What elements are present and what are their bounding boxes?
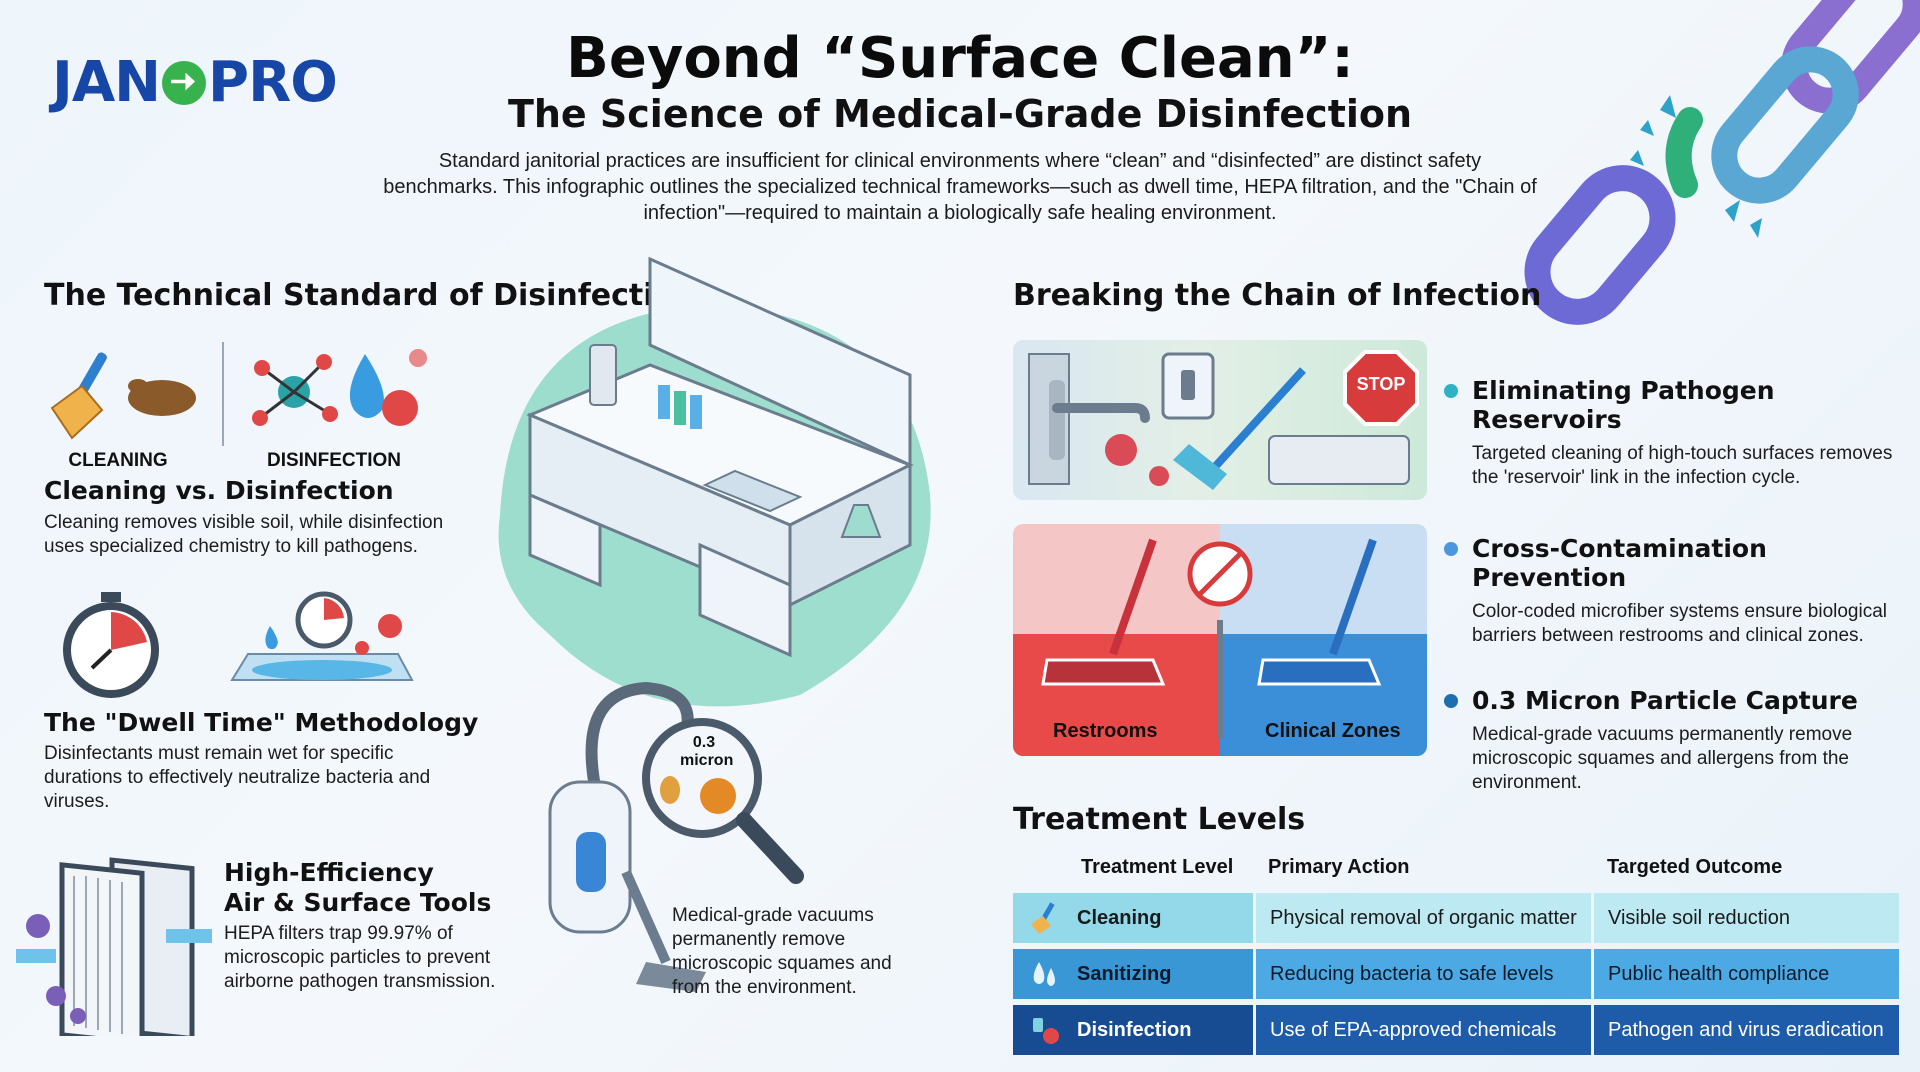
- header-treatment-level: Treatment Level: [1081, 856, 1234, 878]
- spray-virus-icon: [1033, 1018, 1059, 1044]
- bullet-dot: [1444, 694, 1458, 708]
- hepa-filter-icon: [16, 857, 212, 1036]
- wet-surface-clock-icon: [230, 591, 414, 681]
- bullet-text: Color-coded microfiber systems ensure bi…: [1472, 601, 1888, 646]
- hepa-title-line2: Air & Surface Tools: [224, 888, 492, 917]
- logo-text-left: JAN: [52, 50, 161, 115]
- level-label: Disinfection: [1077, 1018, 1192, 1041]
- logo-text-right: PRO: [208, 50, 338, 115]
- bullet-micron-capture: 0.3 Micron Particle Capture Medical-grad…: [1444, 686, 1904, 795]
- action-cell: Use of EPA-approved chemicals: [1253, 1005, 1591, 1055]
- company-logo: JAN PRO: [52, 50, 338, 115]
- header-primary-action: Primary Action: [1268, 856, 1410, 878]
- cleaning-vs-disinfection-title: Cleaning vs. Disinfection: [44, 476, 394, 505]
- broom-icon: [1031, 902, 1055, 934]
- magnifier-value: 0.3: [692, 734, 716, 751]
- bullet-text: Medical-grade vacuums permanently remove…: [1472, 724, 1853, 793]
- clinical-zone: [1220, 634, 1427, 756]
- bullet-pathogen-reservoirs: Eliminating Pathogen Reservoirs Targeted…: [1444, 376, 1904, 490]
- high-touch-surfaces-illustration: [1028, 352, 1410, 490]
- bullet-text: Targeted cleaning of high-touch surfaces…: [1472, 443, 1893, 488]
- treatment-levels-title: Treatment Levels: [1013, 802, 1306, 837]
- dwell-time-title: The "Dwell Time" Methodology: [44, 708, 479, 737]
- hepa-text: HEPA filters trap 99.97% of microscopic …: [224, 923, 496, 992]
- magnifier-unit: micron: [680, 752, 734, 769]
- stop-sign-icon: [1343, 350, 1419, 426]
- intro-paragraph: Standard janitorial practices are insuff…: [383, 150, 1537, 224]
- bullet-title: Cross-Contamination Prevention: [1472, 534, 1767, 592]
- table-row: Cleaning Physical removal of organic mat…: [1013, 893, 1899, 943]
- level-label: Sanitizing: [1077, 962, 1172, 985]
- stopwatch-icon: [63, 592, 159, 698]
- level-cell: Disinfection: [1013, 1005, 1253, 1055]
- outcome-cell: Pathogen and virus eradication: [1591, 1005, 1899, 1055]
- bullet-title: Eliminating Pathogen Reservoirs: [1472, 376, 1775, 434]
- level-cell: Cleaning: [1013, 893, 1253, 943]
- mops-illustration: [1041, 538, 1382, 738]
- table-row: Disinfection Use of EPA-approved chemica…: [1013, 1005, 1899, 1055]
- table-row: Sanitizing Reducing bacteria to safe lev…: [1013, 949, 1899, 999]
- cleaning-caption: CLEANING: [68, 450, 168, 471]
- page-title: Beyond “Surface Clean”:: [566, 26, 1354, 91]
- header-targeted-outcome: Targeted Outcome: [1607, 856, 1783, 878]
- action-cell: Physical removal of organic matter: [1253, 893, 1591, 943]
- treatment-table: Cleaning Physical removal of organic mat…: [1013, 893, 1899, 1055]
- action-cell: Reducing bacteria to safe levels: [1253, 949, 1591, 999]
- bullet-title: 0.3 Micron Particle Capture: [1472, 686, 1858, 715]
- color-coded-mops-panel: Restrooms Clinical Zones: [1013, 524, 1427, 756]
- stop-sign-text: STOP: [1356, 374, 1406, 394]
- bullet-dot: [1444, 384, 1458, 398]
- molecule-droplet-virus-icon: [252, 349, 427, 426]
- page-subtitle: The Science of Medical-Grade Disinfectio…: [507, 92, 1413, 136]
- magnifier-label: 0.3 micron: [680, 734, 734, 770]
- clinical-zones-label: Clinical Zones: [1265, 720, 1401, 742]
- water-drops-icon: [1033, 962, 1055, 986]
- hepa-title-line1: High-Efficiency: [224, 858, 434, 887]
- vacuum-text: Medical-grade vacuums permanently remove…: [672, 905, 892, 998]
- outcome-cell: Visible soil reduction: [1591, 893, 1899, 943]
- globe-arrow-icon: [162, 60, 207, 105]
- outcome-cell: Public health compliance: [1591, 949, 1899, 999]
- magnifier-micron-icon: [642, 718, 804, 884]
- divider: [222, 342, 224, 446]
- level-cell: Sanitizing: [1013, 949, 1253, 999]
- cleaning-vs-disinfection-text: Cleaning removes visible soil, while dis…: [44, 512, 444, 557]
- level-label: Cleaning: [1077, 906, 1162, 929]
- dwell-time-text: Disinfectants must remain wet for specif…: [44, 743, 431, 812]
- broom-soil-icon: [50, 352, 196, 440]
- right-section-title: Breaking the Chain of Infection: [1013, 278, 1542, 313]
- left-section-title: The Technical Standard of Disinfection: [44, 278, 696, 313]
- restrooms-label: Restrooms: [1053, 720, 1158, 742]
- high-touch-surfaces-panel: STOP: [1013, 340, 1427, 500]
- laboratory-counter-illustration: [498, 256, 931, 707]
- bullet-dot: [1444, 542, 1458, 556]
- vacuum-cleaner-illustration: [548, 681, 706, 992]
- disinfection-caption: DISINFECTION: [266, 450, 402, 471]
- broken-chain-illustration: [1524, 0, 1920, 325]
- bullet-cross-contamination: Cross-Contamination Prevention Color-cod…: [1444, 534, 1904, 648]
